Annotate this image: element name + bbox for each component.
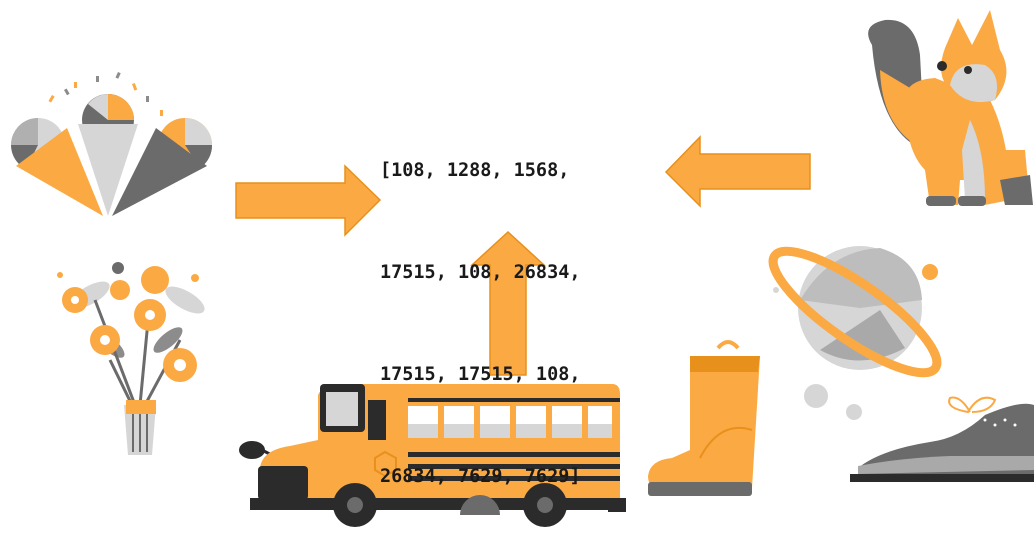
arrow-left-icon — [664, 135, 811, 208]
arrow-right-icon — [235, 164, 382, 237]
fox-icon — [868, 10, 1033, 206]
token-line: 17515, 17515, 108, — [380, 364, 581, 385]
token-id-list: [108, 1288, 1568, 17515, 108, 26834, 175… — [380, 86, 680, 528]
school-bus-icon — [239, 384, 626, 527]
token-line: [108, 1288, 1568, — [380, 160, 570, 181]
flower-bouquet-icon — [57, 262, 205, 455]
ice-cream-cones-icon — [11, 71, 213, 216]
token-line: 26834, 7629, 7629] — [380, 466, 581, 487]
token-line: 17515, 108, 26834, — [380, 262, 581, 283]
dress-shoe-icon — [850, 396, 1034, 482]
arrow-up-icon — [470, 230, 546, 376]
rain-boot-icon — [648, 340, 760, 496]
planet-icon — [768, 246, 942, 420]
